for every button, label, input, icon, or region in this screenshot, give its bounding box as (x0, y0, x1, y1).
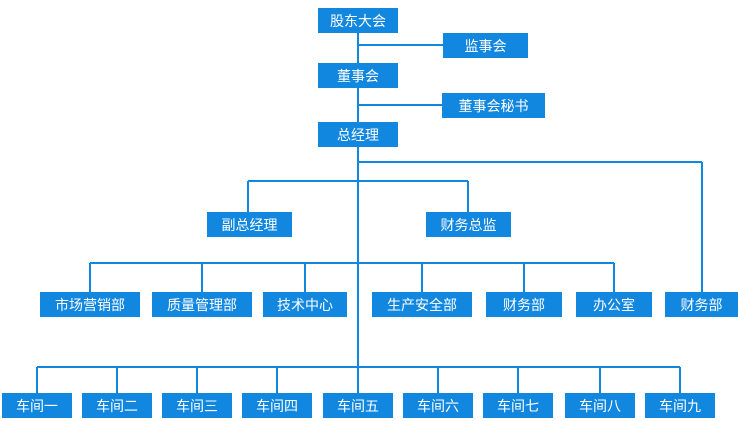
org-node-label: 质量管理部 (167, 296, 237, 313)
connector-line (36, 367, 38, 393)
connector-line (89, 263, 91, 292)
org-node-general-manager: 总经理 (318, 122, 398, 147)
org-node-label: 办公室 (593, 296, 635, 313)
org-node-label: 车间三 (176, 397, 218, 414)
org-node-label: 车间六 (417, 397, 459, 414)
org-node-label: 车间七 (497, 397, 539, 414)
org-node-label: 总经理 (337, 126, 379, 143)
org-node-label: 车间一 (16, 397, 58, 414)
org-node-workshop-7: 车间七 (483, 393, 553, 418)
org-node-workshop-9: 车间九 (645, 393, 715, 418)
org-node-workshop-4: 车间四 (242, 393, 312, 418)
org-node-finance-dept-right: 财务部 (665, 292, 738, 317)
connector-line (523, 263, 525, 292)
org-node-label: 车间八 (579, 397, 621, 414)
org-node-production-safety-dept: 生产安全部 (372, 292, 472, 317)
connector-line (248, 180, 468, 182)
org-node-workshop-5: 车间五 (323, 393, 393, 418)
org-node-workshop-6: 车间六 (403, 393, 473, 418)
connector-line (357, 146, 359, 393)
org-node-board-of-directors: 董事会 (318, 63, 398, 88)
connector-line (358, 104, 442, 106)
org-node-technology-center: 技术中心 (263, 292, 347, 317)
org-node-workshop-2: 车间二 (82, 393, 152, 418)
connector-line (276, 367, 278, 393)
connector-line (37, 366, 680, 368)
connector-line (701, 162, 703, 292)
connector-line (201, 263, 203, 292)
connector-line (247, 181, 249, 212)
connector-line (679, 367, 681, 393)
org-node-label: 监事会 (464, 37, 507, 54)
connector-line (358, 161, 702, 163)
org-node-label: 副总经理 (221, 216, 278, 233)
connector-line (517, 367, 519, 393)
org-node-workshop-3: 车间三 (162, 393, 232, 418)
connector-line (467, 181, 469, 212)
connector-line (90, 262, 614, 264)
org-node-label: 车间二 (96, 397, 138, 414)
org-node-marketing-dept: 市场营销部 (40, 292, 140, 317)
org-node-finance-dept: 财务部 (486, 292, 562, 317)
connector-line (613, 263, 615, 292)
org-node-workshop-8: 车间八 (565, 393, 635, 418)
org-node-label: 车间九 (659, 397, 701, 414)
connector-line (116, 367, 118, 393)
connector-line (358, 44, 443, 46)
org-node-workshop-1: 车间一 (2, 393, 72, 418)
org-node-deputy-general-manager: 副总经理 (207, 212, 292, 237)
org-node-label: 技术中心 (277, 296, 333, 313)
org-node-label: 财务部 (680, 296, 723, 313)
org-node-label: 车间五 (337, 397, 379, 414)
connector-line (599, 367, 601, 393)
connector-line (421, 263, 423, 292)
org-node-label: 市场营销部 (55, 296, 125, 313)
org-node-finance-director: 财务总监 (426, 212, 511, 237)
org-node-label: 股东大会 (330, 12, 386, 29)
org-node-label: 董事会 (337, 67, 379, 84)
org-node-label: 车间四 (256, 397, 298, 414)
org-node-board-secretary: 董事会秘书 (442, 93, 545, 118)
org-node-label: 财务总监 (440, 216, 497, 233)
org-node-label: 董事会秘书 (458, 97, 529, 114)
org-node-office: 办公室 (576, 292, 652, 317)
org-node-shareholders-meeting: 股东大会 (318, 8, 398, 33)
connector-line (196, 367, 198, 393)
connector-line (437, 367, 439, 393)
org-node-supervisory-board: 监事会 (443, 33, 528, 58)
connector-line (357, 32, 359, 63)
org-node-quality-management-dept: 质量管理部 (152, 292, 252, 317)
org-node-label: 财务部 (503, 296, 545, 313)
connector-line (304, 263, 306, 292)
org-node-label: 生产安全部 (387, 296, 457, 313)
